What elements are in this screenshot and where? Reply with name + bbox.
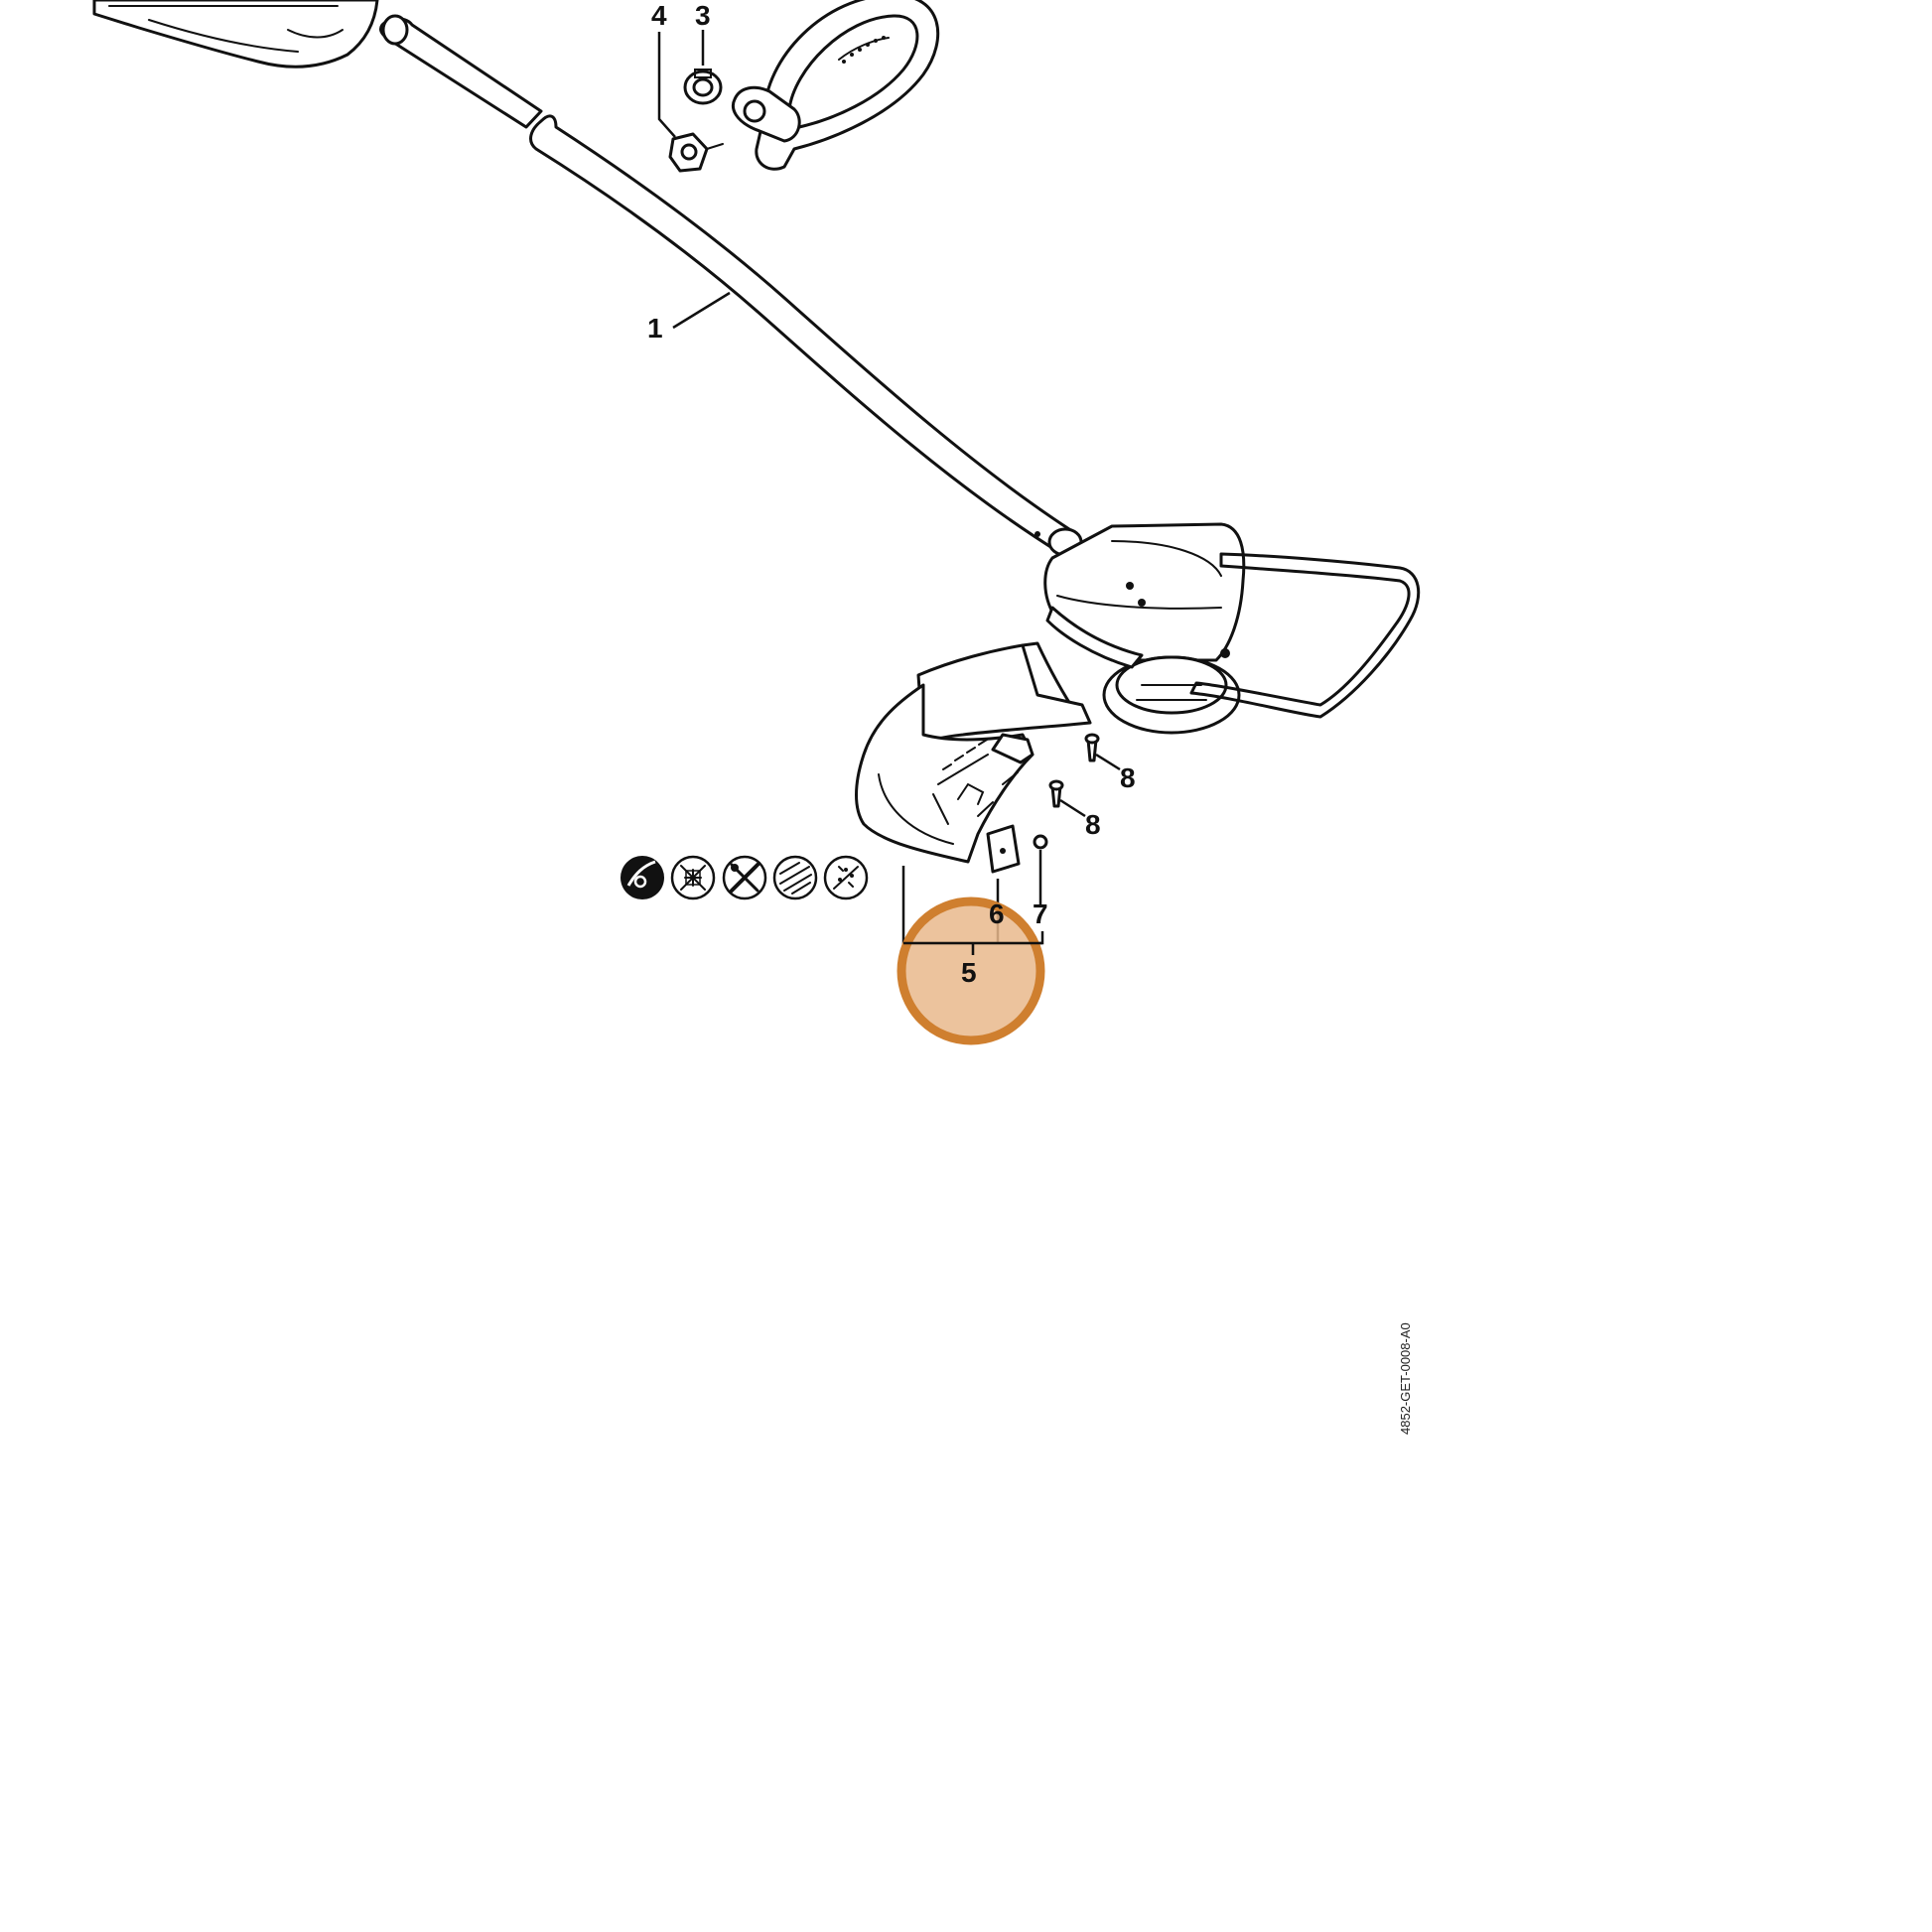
hose-icon (621, 856, 664, 899)
callout-4: 4 (651, 0, 667, 31)
callout-7: 7 (1033, 898, 1048, 929)
leader-4 (657, 32, 676, 138)
dotted-circle-icon (823, 855, 869, 900)
protective-guard (855, 641, 1092, 864)
leader-1 (672, 291, 731, 330)
callout-3: 3 (695, 0, 711, 31)
cutter-blade (986, 824, 1021, 874)
callout-6: 6 (989, 898, 1005, 929)
screw-upper (1084, 733, 1121, 771)
clamp (683, 69, 723, 105)
highlight-marker (897, 897, 1045, 1045)
document-code: 4852-GET-0008-A0 (1398, 1322, 1413, 1435)
cross-hatch-icon (670, 855, 716, 900)
callout-5: 5 (961, 957, 977, 988)
callout-1: 1 (647, 313, 663, 344)
tools-icon (722, 855, 767, 900)
knob (668, 132, 724, 173)
screw-small (1033, 834, 1048, 905)
callout-8-upper: 8 (1120, 762, 1136, 793)
callout-8-lower: 8 (1085, 809, 1101, 840)
motor-housing (92, 0, 379, 69)
trimmer-head (1043, 522, 1421, 735)
upper-shaft (379, 14, 543, 129)
screw-lower (1048, 779, 1086, 818)
symbol-row (621, 855, 869, 900)
bracket-overlay (903, 941, 1042, 955)
hatched-circle-icon (772, 855, 818, 900)
loop-handle (731, 0, 940, 171)
main-shaft (529, 114, 1083, 557)
